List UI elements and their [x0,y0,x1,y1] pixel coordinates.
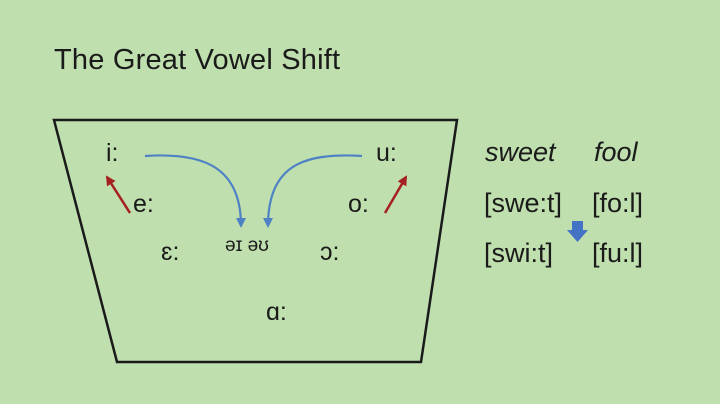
diphthongs-label: əɪ əʊ [225,235,269,256]
shift-down-arrow [567,221,588,242]
fool-before: [fo:l] [592,188,644,218]
diphthong-arrow-front [144,154,246,228]
vowel-open-e-long: ɛ: [161,238,180,266]
vowel-i-long: i: [106,139,119,167]
vowel-open-o-long: ɔ: [320,238,340,266]
vowel-u-long: u: [376,139,397,167]
diphthong-arrow-back [263,154,363,228]
vowel-e-long: e: [133,190,154,218]
example-word-fool: fool [594,137,638,167]
vowel-a-long: ɑ: [266,298,287,326]
sweet-before: [swe:t] [484,188,563,218]
vowel-o-long: o: [348,190,369,218]
sweet-after: [swi:t] [484,238,554,268]
page-title: The Great Vowel Shift [54,44,341,76]
fool-after: [fu:l] [592,238,644,268]
raise-arrow-back [383,175,408,214]
vowel-trapezoid [52,118,459,364]
example-word-sweet: sweet [485,137,556,167]
raise-arrow-front [105,175,132,214]
